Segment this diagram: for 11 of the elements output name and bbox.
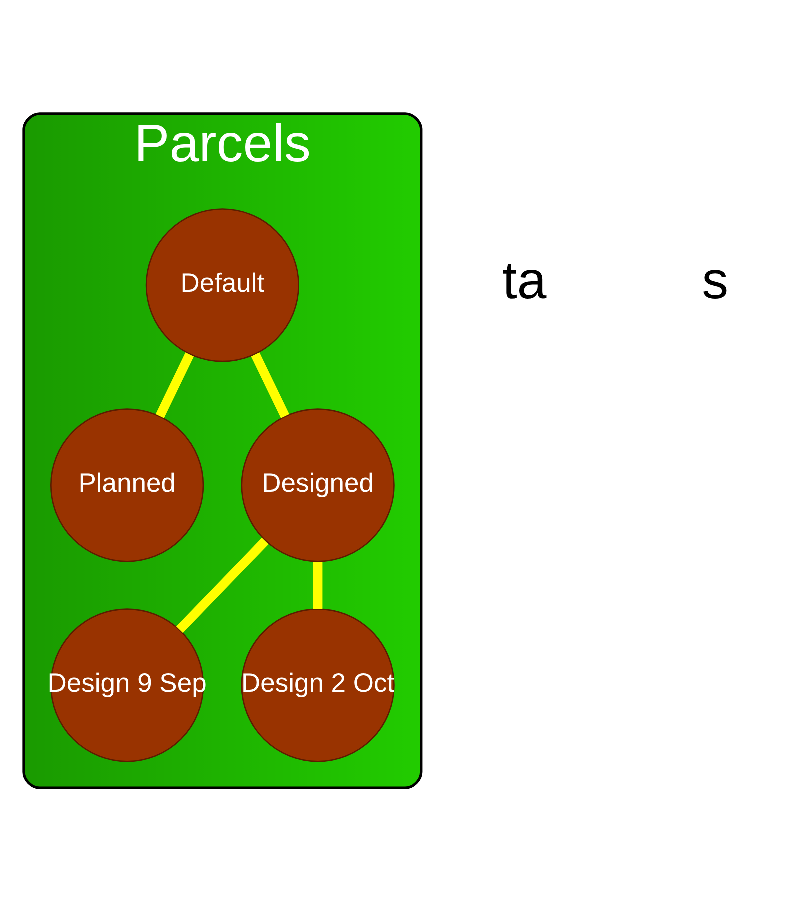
label: ta (502, 252, 547, 311)
label: s (702, 252, 729, 311)
node-circle: Design 9 Sep (50, 608, 204, 762)
node-circle: Planned (50, 408, 204, 562)
connector (313, 562, 323, 610)
connector (251, 352, 290, 418)
connector (176, 538, 269, 634)
node-circle: Default (146, 208, 300, 362)
connector (156, 352, 194, 418)
node-circle: Design 2 Oct (241, 608, 395, 762)
node-circle: Designed (241, 408, 395, 562)
